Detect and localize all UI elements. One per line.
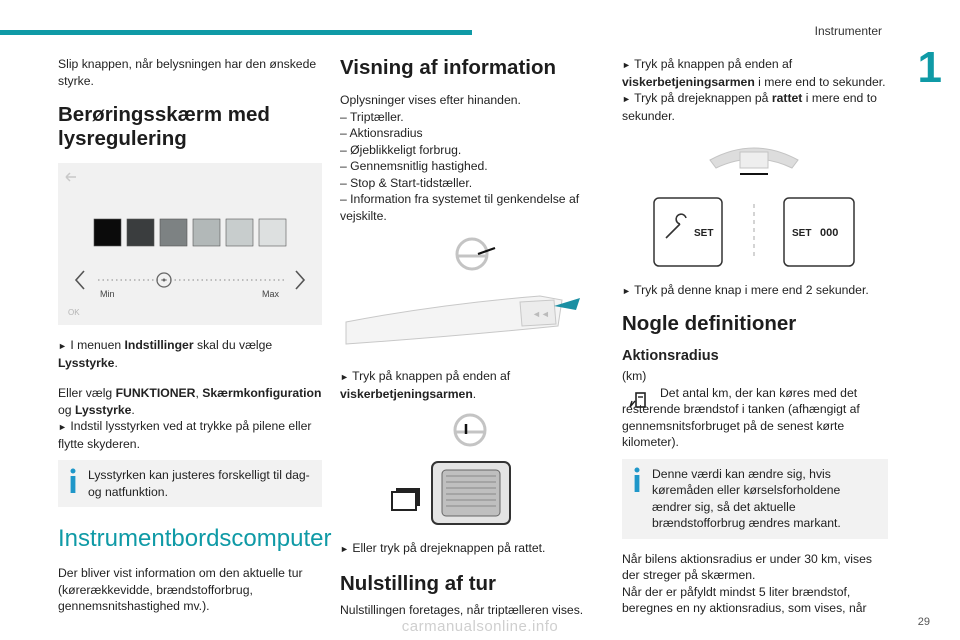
step-2: ► Eller tryk på drejeknappen på rattet. [340, 541, 546, 555]
watermark: carmanualsonline.info [401, 618, 559, 635]
header-accent-bar [0, 30, 472, 35]
heading-trip-computer: Instrumentbordscomputer [58, 525, 332, 552]
step-1: ► Tryk på knappen på enden af viskerbetj… [622, 57, 886, 123]
brightness-screen-figure: Min Max OK [58, 163, 322, 325]
arrow-icon [554, 298, 580, 310]
list-item: – Information fra systemet til genkendel… [340, 192, 580, 223]
thumbwheel-figure [391, 413, 511, 525]
brightness-swatch[interactable] [93, 218, 122, 247]
brightness-swatch[interactable] [126, 218, 155, 247]
brightness-swatch[interactable] [159, 218, 188, 247]
trip-computer-text: Der bliver vist information om den aktue… [58, 566, 303, 613]
info-icon [70, 468, 76, 493]
svg-text:◄◄: ◄◄ [532, 309, 550, 319]
list-item: – Øjeblikkeligt forbrug. [340, 142, 462, 157]
right-arrow-icon [295, 270, 306, 290]
list-item: – Stop & Start-tidstæller. [340, 175, 473, 190]
steering-wheel-icon [455, 237, 489, 271]
info-list: – Triptæller. – Aktionsradius – Øjeblikkel… [340, 109, 584, 225]
slider-min-label: Min [100, 289, 115, 299]
section-title: Instrumenter [814, 24, 882, 38]
reset-text: Nulstillingen foretages, når triptællere… [340, 602, 584, 617]
column-1: Slip knappen, når belysningen har den øn… [58, 56, 332, 623]
set-buttons-figure: SET SET 000 [653, 147, 855, 267]
set-button-left [653, 197, 723, 267]
heading-display-info: Visning af information [340, 56, 557, 79]
set-value: 000 [820, 227, 838, 239]
step-3: ► Tryk på denne knap i mere end 2 sekund… [622, 283, 869, 297]
column-3: ► Tryk på knappen på enden af viskerbetj… [622, 56, 888, 625]
subheading-range: Aktionsradius [622, 347, 719, 364]
heading-definitions: Nogle definitioner [622, 311, 797, 335]
wrench-icon [665, 213, 687, 239]
ok-label: OK [68, 308, 80, 317]
step-1: ► I menuen Indstillinger skal du vælge L… [58, 338, 273, 370]
back-arrow-icon [65, 172, 76, 182]
set-label-left: SET [694, 228, 713, 239]
brightness-swatch[interactable] [192, 218, 221, 247]
brightness-swatch[interactable] [225, 218, 254, 247]
steering-wheel-icon [453, 413, 487, 447]
wiper-stalk-figure: ◄◄ [345, 237, 580, 345]
column-2: Visning af information Oplysninger vises… [340, 56, 584, 626]
range-info-text: Når bilens aktionsradius er under 30 km,… [622, 551, 872, 616]
note-box: Denne værdi kan ændre sig, hvis køremåde… [622, 458, 888, 539]
brightness-swatch[interactable] [258, 218, 287, 247]
slider-max-label: Max [262, 289, 280, 299]
list-item: – Triptæller. [340, 109, 404, 124]
range-definition: Det antal km, der kan køres med det rest… [622, 385, 860, 450]
set-button-right [783, 197, 855, 267]
intro-text: Slip knappen, når belysningen har den øn… [58, 57, 317, 88]
heading-touchscreen: Berøringsskærm med lysregulering [58, 103, 270, 150]
alt-step: Eller vælg FUNKTIONER, Skærmkonfiguratio… [58, 386, 322, 451]
set-label-right: SET [792, 228, 811, 239]
intro-text: Oplysninger vises efter hinanden. [340, 93, 521, 107]
list-item: – Gennemsnitlig hastighed. [340, 159, 488, 173]
note-box: Lysstyrken kan justeres forskelligt til … [58, 460, 322, 507]
left-arrow-icon [74, 270, 85, 290]
fuel-pump-icon [629, 391, 646, 408]
unit-label: (km) [622, 369, 647, 383]
chapter-number: 1 [917, 43, 942, 92]
brightness-screen-illustration: Min Max OK [65, 172, 306, 317]
slider-handle [156, 272, 172, 288]
page-number: 29 [917, 616, 930, 628]
heading-reset-trip: Nulstilling af tur [340, 571, 497, 595]
info-icon [634, 467, 640, 492]
list-item: – Aktionsradius [340, 126, 423, 140]
instrument-cluster-icon [709, 147, 799, 175]
